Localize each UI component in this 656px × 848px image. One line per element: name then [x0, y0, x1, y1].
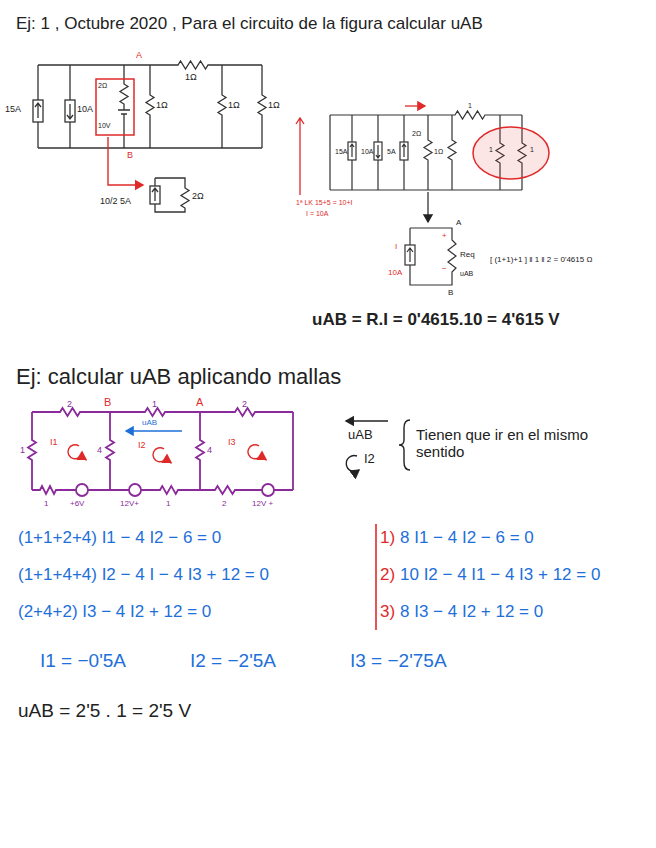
- annotation-text: +6V: [70, 499, 84, 508]
- annotation-text: Ej: calcular uAB aplicando mallas: [16, 364, 341, 389]
- component-value: 1: [489, 146, 493, 154]
- annotation-text: I2: [138, 440, 146, 450]
- red-bracket: [296, 118, 304, 195]
- annotation-text: I1 = −0'5A: [40, 650, 126, 672]
- annotation-text: uAB = R.I = 0'4615.10 = 4'615 V: [312, 310, 560, 330]
- annotation-text: (1+1+4+4) I2 − 4 I − 4 I3 + 12 = 0: [18, 565, 269, 585]
- annotation-text: Req: [460, 250, 475, 259]
- circuit-three: [28, 408, 293, 496]
- annotation-text: 1: [20, 445, 25, 455]
- annotation-text: I2: [364, 452, 375, 467]
- highlight-ellipse: 11: [472, 126, 550, 180]
- annotation-text: 2Ω: [412, 130, 421, 138]
- annotation-text: 1ª LK 15+5 = 10+I: [296, 199, 353, 207]
- mesh-arrows: [68, 445, 262, 462]
- outline-shape: [473, 127, 549, 179]
- annotation-text: 1Ω: [185, 72, 197, 82]
- annotation-text: (1+1+2+4) I1 − 4 I2 − 6 = 0: [18, 528, 221, 548]
- annotation-text: 15A: [335, 148, 347, 156]
- circuit-one: [33, 61, 266, 212]
- annotation-text: 1Ω: [156, 100, 168, 110]
- annotation-text: 10A: [388, 268, 402, 277]
- annotation-text: 2: [242, 399, 247, 409]
- annotation-text: 12V+: [120, 499, 139, 508]
- page-title: Ej: 1 , Octubre 2020 , Para el circuito …: [16, 14, 483, 34]
- annotation-text: 1: [152, 399, 157, 409]
- annotation-text: I3 = −2'75A: [350, 650, 447, 672]
- down-arrow: [427, 192, 428, 222]
- brace: [399, 420, 410, 470]
- annotation-text: 1Ω: [434, 148, 443, 156]
- annotation-text: A: [456, 218, 461, 227]
- annotation-text: I: [395, 242, 397, 251]
- highlight-outline: [472, 126, 550, 180]
- divider-line: [375, 524, 377, 630]
- annotation-text: A: [136, 50, 142, 60]
- annotation-text: 2: [222, 499, 226, 508]
- annotation-text: 2): [380, 565, 395, 585]
- annotation-text: 1): [380, 528, 395, 548]
- annotation-text: 1: [468, 102, 472, 110]
- annotation-text: 3): [380, 602, 395, 622]
- annotation-text: B: [448, 288, 453, 297]
- red-arrow: [108, 137, 143, 185]
- annotation-text: 10/2 5A: [100, 196, 131, 206]
- annotation-text: Tienen que ir en el mismo sentido: [416, 426, 621, 461]
- annotation-text: 5A: [387, 148, 396, 156]
- annotation-text: 2: [67, 399, 72, 409]
- annotation-text: 15A: [5, 104, 21, 114]
- annotation-text: B: [127, 150, 133, 160]
- highlight-box: 2Ω 10V: [95, 78, 135, 136]
- component-value: 2Ω: [98, 82, 107, 90]
- annotation-text: 8 I1 − 4 I2 − 6 = 0: [400, 528, 534, 548]
- annotation-text: I3: [228, 437, 236, 447]
- annotation-text: uAB: [142, 418, 157, 427]
- annotation-text: 8 I3 − 4 I2 + 12 = 0: [400, 602, 543, 622]
- annotation-text: −: [442, 264, 447, 273]
- mesh-arrow: [346, 456, 359, 472]
- annotation-text: B: [104, 396, 111, 409]
- annotation-text: uAB = 2'5 . 1 = 2'5 V: [18, 700, 191, 722]
- component-value: 1: [530, 146, 534, 154]
- annotation-text: 1: [44, 499, 48, 508]
- annotation-text: 1Ω: [228, 100, 240, 110]
- annotation-text: A: [196, 396, 203, 409]
- annotation-text: 2Ω: [192, 191, 204, 201]
- component-value: 10V: [98, 122, 110, 130]
- annotation-text: (2+4+2) I3 − 4 I2 + 12 = 0: [18, 602, 211, 622]
- annotation-text: 1: [166, 499, 170, 508]
- annotation-text: 12V +: [252, 499, 273, 508]
- annotation-text: 10A: [361, 148, 373, 156]
- annotation-text: 4: [97, 445, 102, 455]
- annotation-text: uAB: [460, 270, 473, 278]
- annotation-text: +: [442, 231, 447, 240]
- annotation-text: 1Ω: [268, 100, 280, 110]
- annotation-text: 10A: [77, 104, 93, 114]
- annotation-text: I2 = −2'5A: [190, 650, 276, 672]
- annotation-text: I1: [50, 437, 58, 447]
- current-arrow: [405, 105, 425, 106]
- annotation-text: [ (1+1)+1 ] ‖ 1 ‖ 2 = 0'4615 Ω: [490, 255, 592, 264]
- voltage-arrow: [346, 420, 388, 421]
- annotation-text: 4: [207, 445, 212, 455]
- outline-shape: [96, 79, 134, 135]
- annotation-text: uAB: [348, 428, 373, 443]
- annotation-text: 10 I2 − 4 I1 − 4 I3 + 12 = 0: [400, 565, 600, 585]
- annotation-text: I = 10A: [306, 210, 328, 218]
- voltage-arrow: [126, 430, 182, 431]
